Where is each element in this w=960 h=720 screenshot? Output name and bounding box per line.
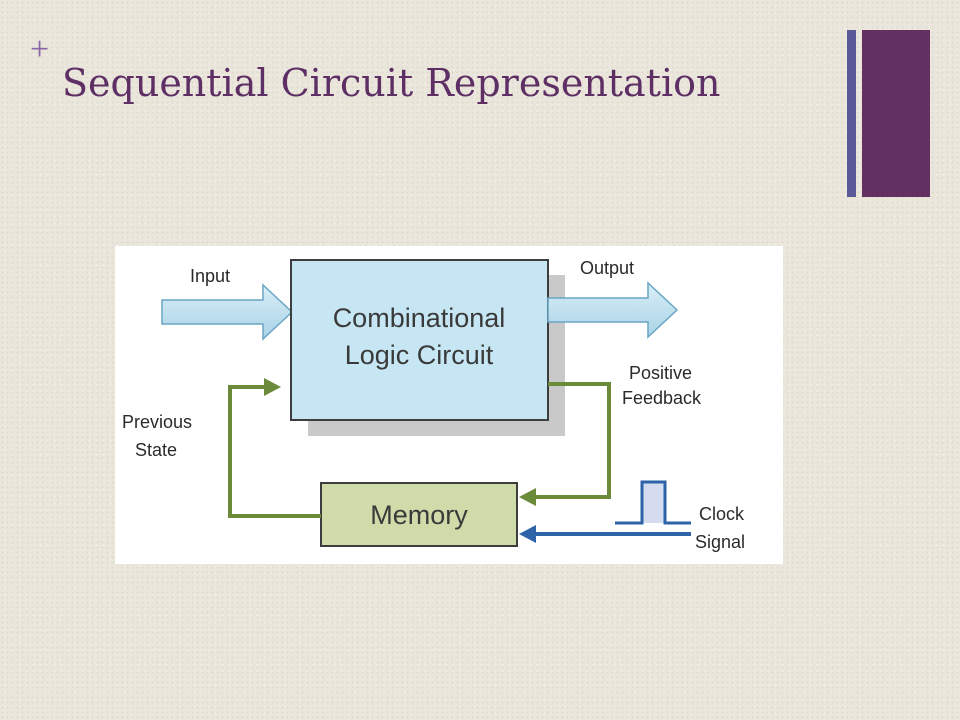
sequential-circuit-diagram: Input Combinational Logic Circuit Output… [115, 246, 783, 564]
input-label: Input [190, 266, 230, 286]
previous-state-arrowhead [264, 378, 281, 396]
combinational-label-line1: Combinational [333, 303, 506, 333]
clock-pulse-fill [642, 482, 665, 523]
feedback-path [533, 382, 611, 499]
clock-label-line2: Signal [695, 532, 745, 552]
feedback-label-line1: Positive [629, 363, 692, 383]
previous-state-label-line1: Previous [122, 412, 192, 432]
feedback-label-line2: Feedback [622, 388, 702, 408]
output-arrow [547, 281, 679, 339]
slide-title: Sequential Circuit Representation [62, 61, 721, 105]
memory-label: Memory [370, 500, 468, 530]
clock-pulse-icon [615, 480, 691, 525]
clock-arrowhead [519, 525, 536, 543]
accent-bar-thin [847, 30, 856, 197]
combinational-label-line2: Logic Circuit [345, 340, 494, 370]
bullet-plus-icon: + [30, 31, 50, 68]
previous-state-label-line2: State [135, 440, 177, 460]
memory-box [320, 482, 518, 547]
input-arrow [161, 283, 294, 341]
previous-state-path [228, 385, 321, 518]
feedback-arrowhead [519, 488, 536, 506]
output-label: Output [580, 258, 634, 278]
accent-bar-thick [862, 30, 930, 197]
clock-label-line1: Clock [699, 504, 745, 524]
combinational-logic-box [290, 259, 549, 421]
